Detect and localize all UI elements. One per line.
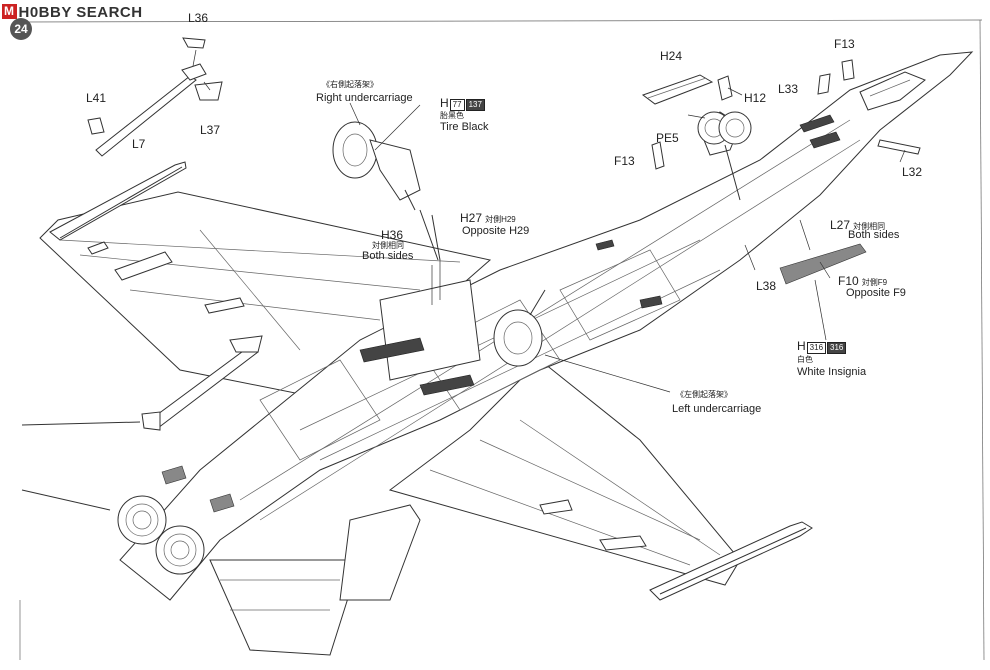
insignia-color-cn: 白色 — [797, 355, 813, 364]
l27-both-sides-cn: 対側相同 — [853, 222, 886, 231]
part-label-l37: L37 — [200, 123, 221, 137]
left-undercarriage-wheel — [493, 289, 546, 367]
step-number-badge: 24 — [10, 18, 32, 40]
right-undercarriage-en: Right undercarriage — [316, 92, 413, 104]
h27-opposite-cn: 対側H29 — [485, 215, 516, 224]
part-label-h27: H27 — [460, 211, 483, 225]
part-label-h24: H24 — [660, 49, 683, 63]
part-label-h36: H36 — [381, 228, 404, 242]
tire-color-cn: 胎黑色 — [440, 111, 464, 120]
f10-callout: F10 対側F9 — [838, 275, 887, 288]
right-undercarriage-assembly — [332, 121, 441, 305]
page-frame — [19, 19, 985, 661]
tire-part-letter: H — [440, 96, 449, 110]
h27-callout: H27 対側H29 — [460, 212, 516, 225]
insignia-part-letter: H — [797, 339, 806, 353]
left-undercarriage-cn: 《左側起落架》 — [676, 390, 732, 399]
brand-text: H0BBY SEARCH — [18, 4, 143, 21]
l27-both-sides-en: Both sides — [848, 229, 900, 241]
part-label-f10: F10 — [838, 274, 859, 288]
tire-code-2: 137 — [465, 99, 485, 111]
l27-callout: L27 対側相同 — [830, 219, 885, 232]
pylon-lower-left — [141, 335, 263, 431]
tire-color-en: Tire Black — [440, 121, 489, 133]
leader-lines — [349, 87, 906, 393]
right-wing — [388, 359, 813, 601]
part-label-l27: L27 — [830, 218, 851, 232]
part-label-f13-lower: F13 — [614, 154, 635, 168]
brand-mark: M — [2, 4, 17, 19]
part-label-l41: L41 — [86, 91, 107, 105]
insignia-code-1: 316 — [806, 342, 827, 354]
part-label-pe5: PE5 — [656, 131, 679, 145]
part-label-l38: L38 — [756, 279, 777, 293]
f10-opposite-en: Opposite F9 — [846, 287, 906, 299]
tire-code-1: 77 — [449, 99, 465, 111]
h36-both-sides-cn: 対側相同 — [372, 241, 404, 250]
h36-both-sides-en: Both sides — [362, 250, 414, 262]
part-label-l32: L32 — [902, 165, 923, 179]
h24-pe5-parts — [641, 59, 921, 170]
part-label-l36: L36 — [188, 11, 209, 25]
f10-opposite-cn: 対側F9 — [861, 278, 888, 287]
h27-opposite-en: Opposite H29 — [462, 225, 530, 237]
part-label-f13-upper: F13 — [834, 37, 855, 51]
left-undercarriage-en: Left undercarriage — [672, 403, 762, 415]
side-panel-l38 — [744, 219, 867, 285]
fuselage — [117, 51, 974, 656]
insignia-code-2: 316 — [827, 342, 847, 354]
insignia-color-en: White Insignia — [797, 366, 867, 378]
pylon-l7 — [87, 37, 223, 157]
part-label-l33: L33 — [778, 82, 799, 96]
part-label-l7: L7 — [132, 137, 146, 151]
part-label-h12: H12 — [744, 91, 767, 105]
right-undercarriage-cn: 《右側起落架》 — [322, 80, 378, 89]
